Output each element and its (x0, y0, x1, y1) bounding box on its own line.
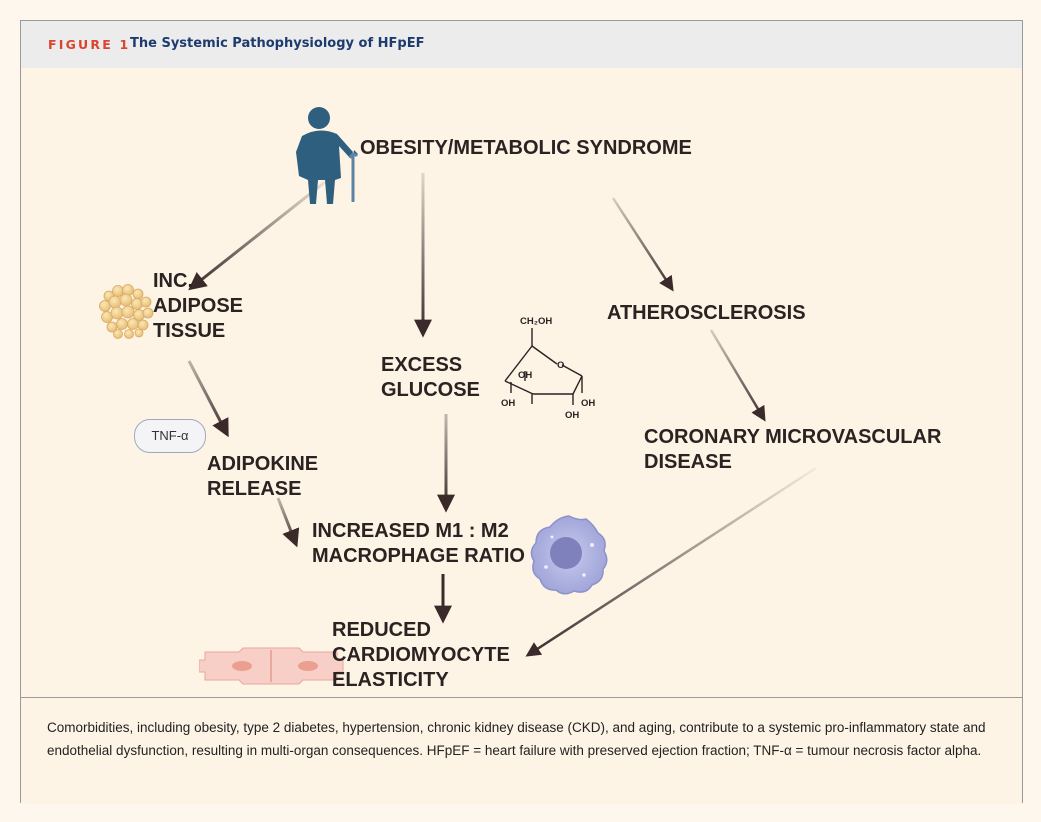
glucose-molecule-icon (504, 328, 583, 405)
caption-box: Comorbidities, including obesity, type 2… (21, 697, 1022, 804)
tnf-alpha-badge: TNF-α (134, 419, 206, 453)
node-atherosclerosis: ATHEROSCLEROSIS (607, 302, 806, 324)
cardiomyocyte-icon (199, 647, 344, 685)
figure-caption: Comorbidities, including obesity, type 2… (47, 720, 986, 758)
diagram-graphics (99, 107, 817, 657)
node-reduced-cardiomyocyte-elasticity: REDUCED CARDIOMYOCYTE ELASTICITY (332, 619, 510, 691)
node-obesity-metabolic-syndrome: OBESITY/METABOLIC SYNDROME (360, 137, 692, 159)
node-adipokine-release: ADIPOKINE RELEASE (207, 453, 319, 500)
node-coronary-microvascular-disease: CORONARY MICROVASCULAR DISEASE (644, 426, 942, 473)
figure-header: FIGURE 1 The Systemic Pathophysiology of… (21, 21, 1022, 69)
node-increased-m1-m2-ratio: INCREASED M1 : M2 MACROPHAGE RATIO (312, 520, 525, 567)
figure-title: The Systemic Pathophysiology of HFpEF (130, 36, 425, 51)
arrow-coronary-to-reduced (525, 466, 817, 657)
arrow-adipokine-to-macrophage (276, 497, 300, 548)
arrow-atherosclerosis-to-coronary (709, 329, 766, 422)
adipose-cells-icon (99, 284, 154, 339)
elderly-person-icon (296, 107, 359, 204)
arrow-adipose-to-adipokine (187, 360, 229, 438)
figure-number: FIGURE 1 (48, 37, 131, 52)
figure-frame: FIGURE 1 The Systemic Pathophysiology of… (20, 20, 1023, 804)
node-excess-glucose: EXCESS GLUCOSE (381, 354, 480, 401)
macrophage-icon (530, 515, 608, 595)
arrow-obesity-to-atherosclerosis (611, 197, 674, 292)
node-inc-adipose-tissue: INC. ADIPOSE TISSUE (153, 270, 244, 342)
arrow-obesity-to-adipose (188, 180, 326, 291)
diagram-area: CH₂OH O OH OH OH OH (21, 68, 1022, 696)
